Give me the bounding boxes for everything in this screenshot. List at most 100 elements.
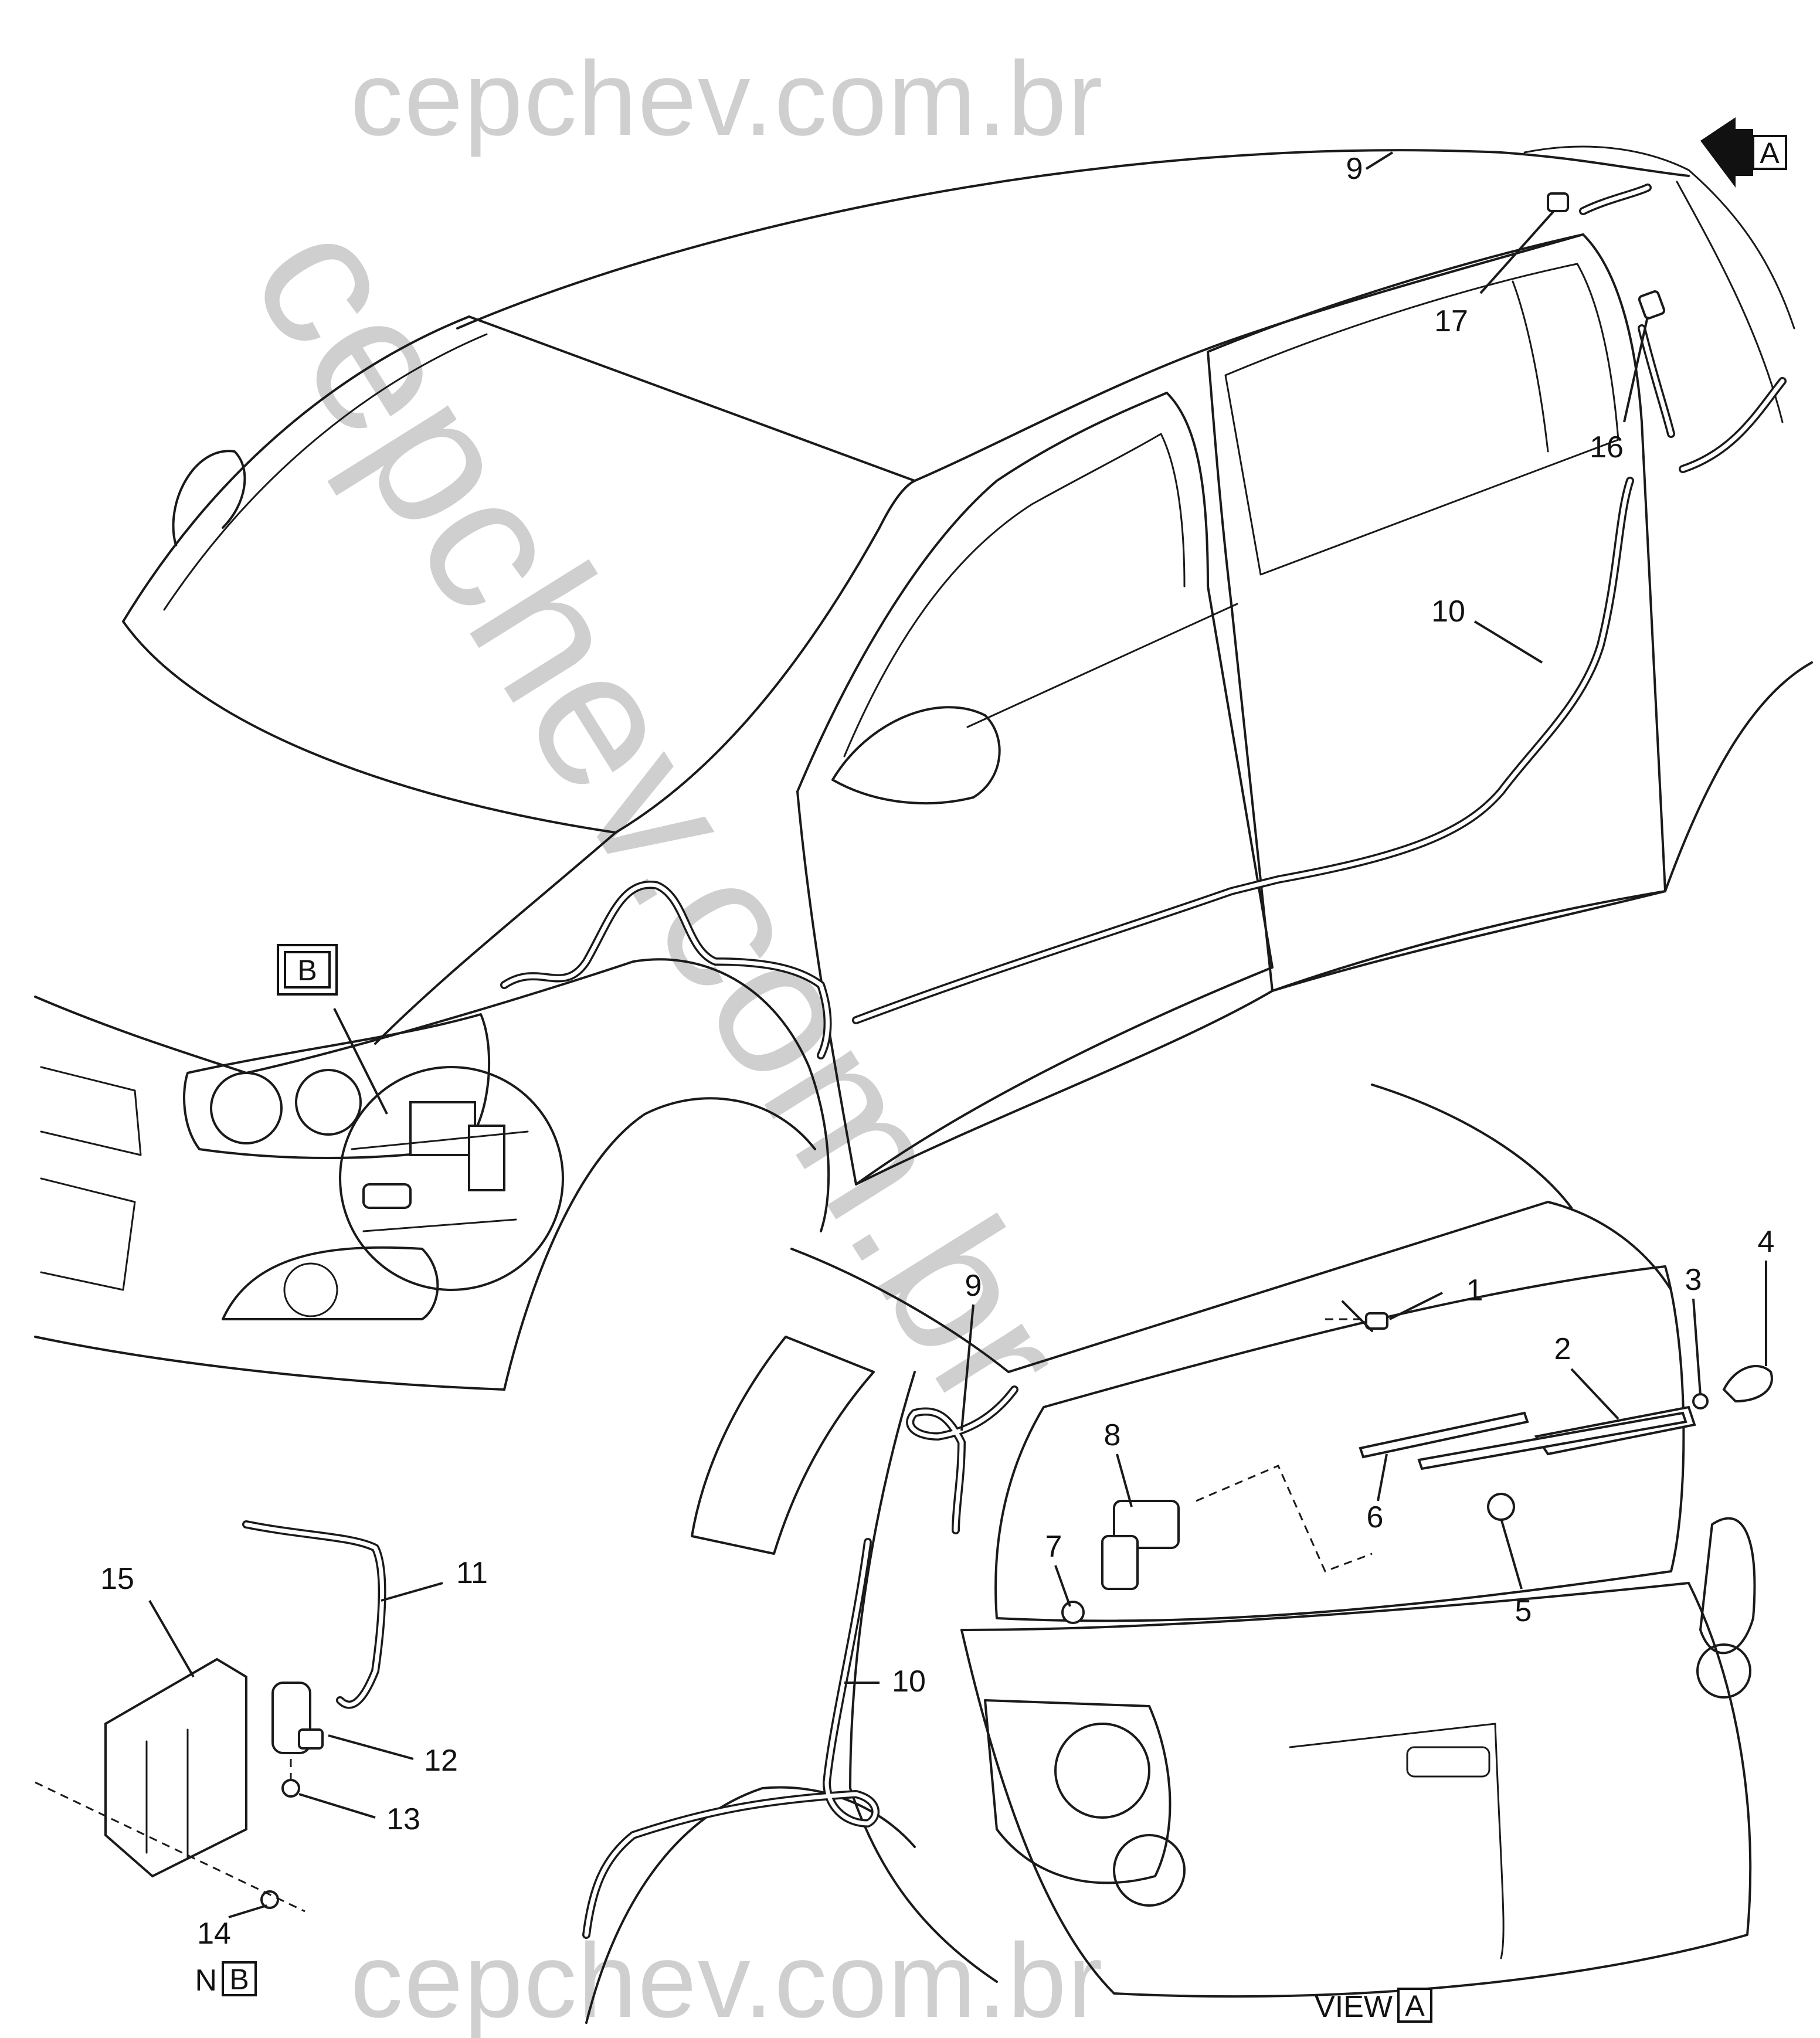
detail-b-inset xyxy=(333,1008,564,1291)
view-b-box-inner xyxy=(284,951,331,989)
part-15-reservoir-ribs xyxy=(145,1728,189,1860)
part-12-pump-outlet xyxy=(298,1728,324,1750)
watermark-diagonal: cepchev.com.br xyxy=(210,183,1111,1444)
part-13-grommet xyxy=(281,1779,300,1798)
part-2-wiper-arm-blade xyxy=(1417,1411,1687,1470)
view-reference-b-main: B xyxy=(277,944,338,996)
hose-10-rear-inner xyxy=(584,1540,878,1937)
tail-lamp-left-lower xyxy=(1113,1834,1186,1907)
part-5-grommet xyxy=(1487,1493,1515,1521)
front-wheel-arch xyxy=(503,1097,816,1391)
hose-rear-segment xyxy=(1679,377,1787,473)
headlamp-left xyxy=(210,1072,283,1144)
leader-15 xyxy=(148,1600,195,1677)
d-pillar xyxy=(1676,181,1784,423)
part-6-wiper-blade xyxy=(1359,1411,1529,1459)
tail-lamp-left-ring xyxy=(1054,1723,1150,1819)
part-3-nut xyxy=(1692,1393,1709,1409)
leader-7 xyxy=(1054,1565,1071,1607)
view-b-caption-box xyxy=(222,1961,257,1996)
callout-14: 14 xyxy=(197,1917,231,1951)
quarter-window xyxy=(691,1336,875,1555)
hose-9-rear-inner xyxy=(908,1387,1017,1533)
part-17-connector xyxy=(1547,192,1569,212)
watermark-top: cepchev.com.br xyxy=(350,40,1103,158)
liftgate-panel xyxy=(960,1582,1752,1998)
callout-10-main: 10 xyxy=(1431,595,1465,629)
callout-17: 17 xyxy=(1434,304,1468,338)
view-b-caption: N B xyxy=(195,1961,257,1998)
detail-b-lines xyxy=(351,1130,529,1232)
callout-3: 3 xyxy=(1685,1263,1702,1297)
view-a-caption-prefix: VIEW xyxy=(1315,1990,1393,2024)
leader-lines xyxy=(148,151,1767,1918)
leader-9-top xyxy=(1365,151,1394,170)
view-a-box-top xyxy=(1752,135,1787,170)
fog-lamp xyxy=(283,1262,338,1317)
roof-windshield-edge xyxy=(468,315,916,482)
leader-10-main xyxy=(1473,620,1543,664)
detail-b-circle xyxy=(339,1066,564,1291)
leader-5 xyxy=(1500,1518,1523,1589)
callout-4: 4 xyxy=(1758,1225,1775,1259)
vehicle-side-view xyxy=(34,145,1813,1391)
leader-6 xyxy=(1377,1453,1388,1502)
rear-quarter xyxy=(1664,661,1813,892)
part-1-nozzle xyxy=(1365,1312,1388,1330)
rear-quarter-divider xyxy=(1512,280,1549,453)
leader-11 xyxy=(381,1582,443,1602)
callout-11: 11 xyxy=(456,1556,488,1590)
motor-shaft-guide xyxy=(1196,1465,1373,1572)
plate-recess xyxy=(1289,1723,1505,1959)
view-b-box-label: B xyxy=(297,954,317,987)
hose-16-segment-inner xyxy=(1639,326,1673,436)
fog-lamp-housing xyxy=(222,1246,439,1320)
beltline-upper xyxy=(914,233,1584,482)
part-1-nozzle-stem xyxy=(1342,1300,1373,1332)
roof-rear-right xyxy=(1371,1083,1573,1209)
watermark-bottom: cepchev.com.br xyxy=(350,1922,1103,2038)
callout-7: 7 xyxy=(1045,1530,1062,1564)
detail-b-reservoir xyxy=(409,1101,476,1156)
leader-9-rear xyxy=(960,1304,974,1431)
callout-5: 5 xyxy=(1515,1594,1532,1628)
leader-1 xyxy=(1389,1292,1443,1320)
front-fender xyxy=(34,958,830,1232)
callout-15: 15 xyxy=(100,1562,134,1596)
hose-11 xyxy=(242,1520,386,1709)
washer-hose-rear xyxy=(582,1385,1018,1939)
headlamp-right xyxy=(295,1069,362,1136)
rocker-panel xyxy=(855,890,1666,1186)
part-15-reservoir xyxy=(104,1657,247,1878)
rear-glass xyxy=(994,1265,1685,1622)
hose-11-inner xyxy=(244,1522,385,1707)
leader-17 xyxy=(1479,210,1555,294)
front-window-sill xyxy=(966,603,1238,728)
callout-13: 13 xyxy=(386,1802,420,1836)
tail-lamp-right-lower xyxy=(1696,1643,1751,1699)
part-7-nut xyxy=(1061,1601,1085,1624)
liftgate-handle xyxy=(1406,1746,1490,1778)
view-a-caption-box xyxy=(1397,1988,1432,2023)
callout-12: 12 xyxy=(424,1744,458,1778)
leader-13 xyxy=(298,1793,376,1819)
grille-lower xyxy=(40,1177,136,1291)
tail-lamp-left xyxy=(984,1699,1172,1884)
rear-wiper-parts xyxy=(1061,1300,1773,1624)
liftgate-edge xyxy=(1523,145,1795,330)
rear-wheel-arch xyxy=(585,1786,916,2024)
windshield-outline xyxy=(122,315,617,834)
front-door-outline xyxy=(796,392,1274,1186)
leader-12 xyxy=(328,1734,414,1760)
callout-9-top: 9 xyxy=(1346,152,1363,186)
vehicle-rear-view xyxy=(585,1083,1756,2024)
a-pillar xyxy=(614,480,916,834)
part-4-cap xyxy=(1722,1365,1773,1403)
hose-10-main-route-inner xyxy=(502,478,1632,1058)
leader-16 xyxy=(1623,316,1649,423)
washer-hose-main xyxy=(500,184,1787,1059)
front-window-frame xyxy=(843,433,1186,758)
reservoir-mount-axis xyxy=(35,1781,305,1913)
callout-16: 16 xyxy=(1590,430,1624,464)
